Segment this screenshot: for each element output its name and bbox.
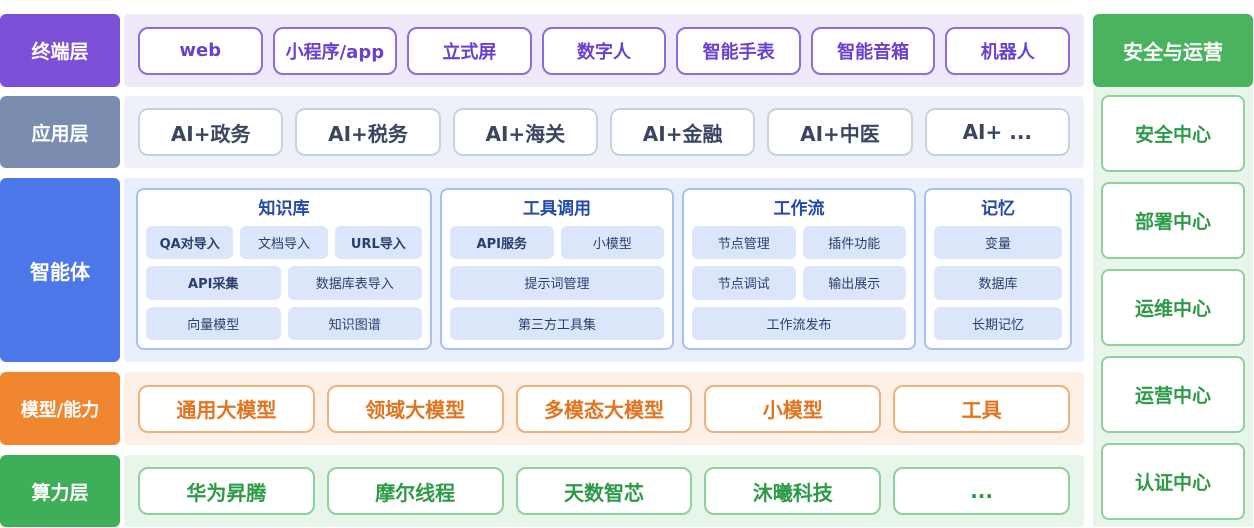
auth-center: 认证中心 xyxy=(1101,443,1245,520)
kb-item-knowledge-graph: 知识图谱 xyxy=(287,306,422,340)
terminal-item-smartwatch: 智能手表 xyxy=(676,26,801,75)
model-layer-items: 通用大模型 领域大模型 多模态大模型 小模型 工具 xyxy=(124,372,1084,445)
flow-item-node-mgmt: 节点管理 xyxy=(692,226,796,260)
flow-item-plugin: 插件功能 xyxy=(802,226,906,260)
app-item-customs: AI+海关 xyxy=(452,108,598,156)
kb-item-vector-model: 向量模型 xyxy=(146,306,281,340)
tool-call-panel: 工具调用 API服务 小模型 提示词管理 第三方工具集 xyxy=(440,188,674,350)
workflow-panel: 工作流 节点管理 插件功能 节点调试 输出展示 工作流发布 xyxy=(682,188,916,350)
app-item-government: AI+政务 xyxy=(138,108,284,156)
kb-item-url-import: URL导入 xyxy=(334,226,422,260)
terminal-layer: 终端层 web 小程序/app 立式屏 数字人 智能手表 智能音箱 机器人 xyxy=(0,14,1084,87)
knowledge-base-panel: 知识库 QA对导入 文档导入 URL导入 API采集 数据库表导入 向量模型 知… xyxy=(136,188,432,350)
compute-item-moore-threads: 摩尔线程 xyxy=(326,467,504,515)
terminal-item-web: web xyxy=(138,26,263,75)
tool-call-title: 工具调用 xyxy=(523,199,591,219)
deployment-center: 部署中心 xyxy=(1101,182,1245,259)
model-layer-label: 模型/能力 xyxy=(0,372,120,445)
terminal-layer-label: 终端层 xyxy=(0,14,120,87)
model-item-domain-llm: 领域大模型 xyxy=(326,384,504,433)
model-item-tools: 工具 xyxy=(893,384,1070,433)
agent-layer: 智能体 知识库 QA对导入 文档导入 URL导入 API采集 数据库表导入 向量… xyxy=(0,178,1084,362)
workflow-title: 工作流 xyxy=(773,199,825,219)
mem-item-variable: 变量 xyxy=(934,226,1062,260)
security-ops-column: 安全中心 部署中心 运维中心 运营中心 认证中心 xyxy=(1093,87,1253,527)
terminal-item-robot: 机器人 xyxy=(945,26,1071,75)
tool-item-small-model: 小模型 xyxy=(560,226,664,260)
compute-item-metax: 沐曦科技 xyxy=(704,467,882,515)
application-layer-items: AI+政务 AI+税务 AI+海关 AI+金融 AI+中医 AI+ ... xyxy=(124,96,1084,168)
application-layer: 应用层 AI+政务 AI+税务 AI+海关 AI+金融 AI+中医 AI+ ..… xyxy=(0,96,1084,168)
compute-layer-label: 算力层 xyxy=(0,455,120,527)
terminal-item-miniapp: 小程序/app xyxy=(272,26,398,75)
flow-item-output-display: 输出展示 xyxy=(802,266,906,300)
tool-item-api-service: API服务 xyxy=(450,226,554,260)
kb-item-doc-import: 文档导入 xyxy=(240,226,328,260)
flow-item-node-debug: 节点调试 xyxy=(692,266,796,300)
app-item-tax: AI+税务 xyxy=(295,108,441,156)
agent-layer-panels: 知识库 QA对导入 文档导入 URL导入 API采集 数据库表导入 向量模型 知… xyxy=(124,178,1084,362)
compute-layer: 算力层 华为昇腾 摩尔线程 天数智芯 沐曦科技 ... xyxy=(0,455,1084,527)
kb-item-qa-import: QA对导入 xyxy=(146,226,234,260)
mem-item-database: 数据库 xyxy=(934,266,1062,300)
model-item-multimodal-llm: 多模态大模型 xyxy=(515,384,693,433)
flow-item-publish: 工作流发布 xyxy=(692,306,906,340)
kb-item-db-table-import: 数据库表导入 xyxy=(287,266,422,300)
operations-center: 运营中心 xyxy=(1101,356,1245,433)
memory-title: 记忆 xyxy=(981,199,1015,219)
security-ops-header: 安全与运营 xyxy=(1093,14,1253,87)
terminal-layer-items: web 小程序/app 立式屏 数字人 智能手表 智能音箱 机器人 xyxy=(124,14,1084,87)
agent-layer-label: 智能体 xyxy=(0,178,120,362)
mem-item-long-term: 长期记忆 xyxy=(934,306,1062,340)
terminal-item-smart-speaker: 智能音箱 xyxy=(810,26,936,75)
security-center: 安全中心 xyxy=(1101,95,1245,172)
app-item-finance: AI+金融 xyxy=(609,108,756,156)
terminal-item-kiosk: 立式屏 xyxy=(407,26,532,75)
kb-item-api-collect: API采集 xyxy=(146,266,281,300)
compute-item-more: ... xyxy=(893,467,1070,515)
tool-item-third-party: 第三方工具集 xyxy=(450,306,664,340)
compute-item-ascend: 华为昇腾 xyxy=(138,467,315,515)
model-item-small-model: 小模型 xyxy=(704,384,882,433)
model-layer: 模型/能力 通用大模型 领域大模型 多模态大模型 小模型 工具 xyxy=(0,372,1084,445)
application-layer-label: 应用层 xyxy=(0,96,120,168)
terminal-item-digital-human: 数字人 xyxy=(541,26,667,75)
compute-layer-items: 华为昇腾 摩尔线程 天数智芯 沐曦科技 ... xyxy=(124,455,1084,527)
knowledge-base-title: 知识库 xyxy=(258,199,310,219)
model-item-general-llm: 通用大模型 xyxy=(138,384,315,433)
app-item-more: AI+ ... xyxy=(924,108,1070,156)
ops-center: 运维中心 xyxy=(1101,269,1245,346)
memory-panel: 记忆 变量 数据库 长期记忆 xyxy=(924,188,1072,350)
tool-item-prompt-mgmt: 提示词管理 xyxy=(450,266,664,300)
app-item-tcm: AI+中医 xyxy=(767,108,913,156)
compute-item-iluvatar: 天数智芯 xyxy=(515,467,693,515)
